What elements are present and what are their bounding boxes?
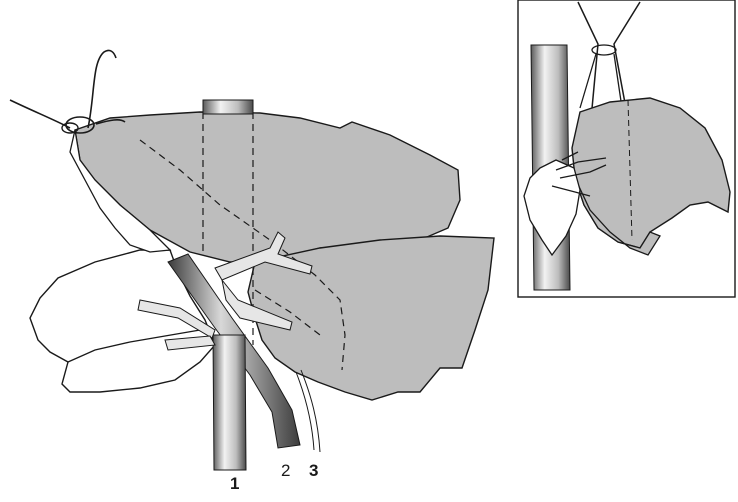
vessel-1 xyxy=(213,335,246,470)
vessel-3 xyxy=(296,370,320,452)
vessel-stump-top xyxy=(203,100,253,114)
vessel-1-label: 1 xyxy=(230,474,239,494)
vessel-3-label: 3 xyxy=(309,461,318,481)
main-figure xyxy=(10,50,494,470)
ligature-thread xyxy=(10,50,125,128)
inset-figure xyxy=(518,0,735,297)
vessel-2-label: 2 xyxy=(281,461,290,481)
